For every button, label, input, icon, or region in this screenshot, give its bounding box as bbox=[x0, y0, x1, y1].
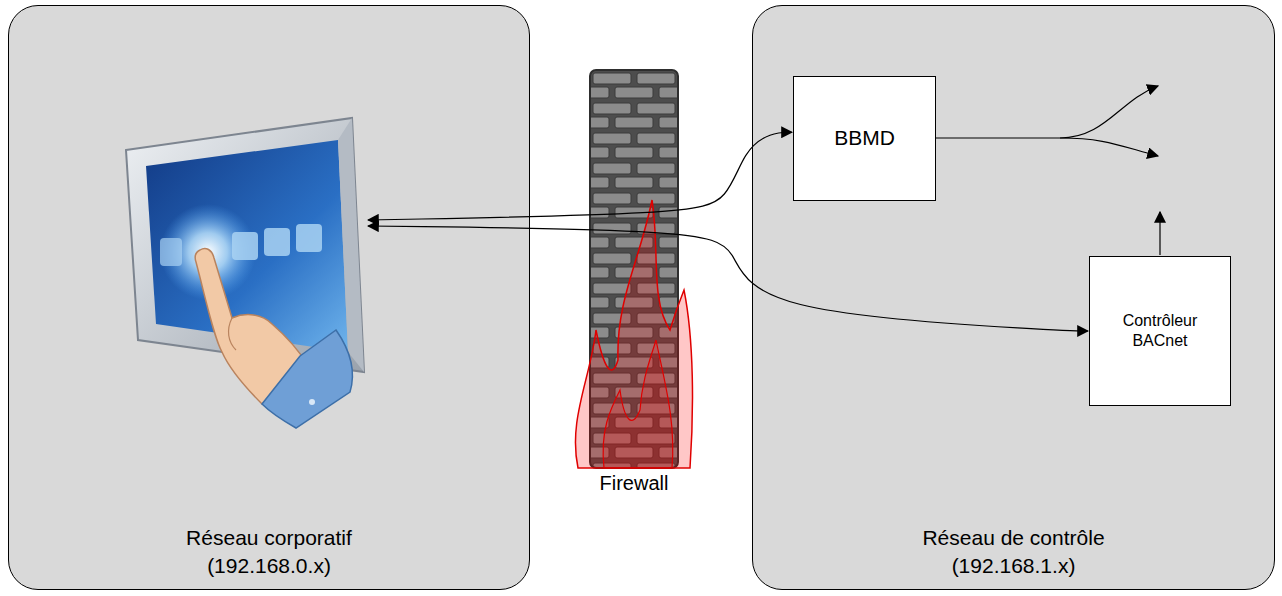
connector bbox=[368, 226, 1088, 331]
wall-label: Firewall bbox=[574, 472, 694, 495]
node-label: Réseau corporatif (192.168.0.x) bbox=[162, 524, 377, 579]
connector bbox=[368, 132, 792, 220]
node-label: Réseau de contrôle (192.168.1.x) bbox=[906, 524, 1121, 579]
node-label: Contrôleur BACnet bbox=[1105, 311, 1215, 351]
device-box: Contrôleur BACnet bbox=[1089, 256, 1231, 406]
firewall-wall bbox=[575, 70, 692, 468]
network-zone: Réseau corporatif (192.168.0.x) bbox=[8, 5, 530, 590]
node-label: BBMD bbox=[834, 125, 895, 151]
broadcast-arrows bbox=[935, 86, 1160, 255]
network-zone: Réseau de contrôle (192.168.1.x) BBMD Cont… bbox=[752, 5, 1275, 590]
device-box: BBMD bbox=[793, 76, 936, 201]
monitor-illustration bbox=[126, 118, 364, 428]
